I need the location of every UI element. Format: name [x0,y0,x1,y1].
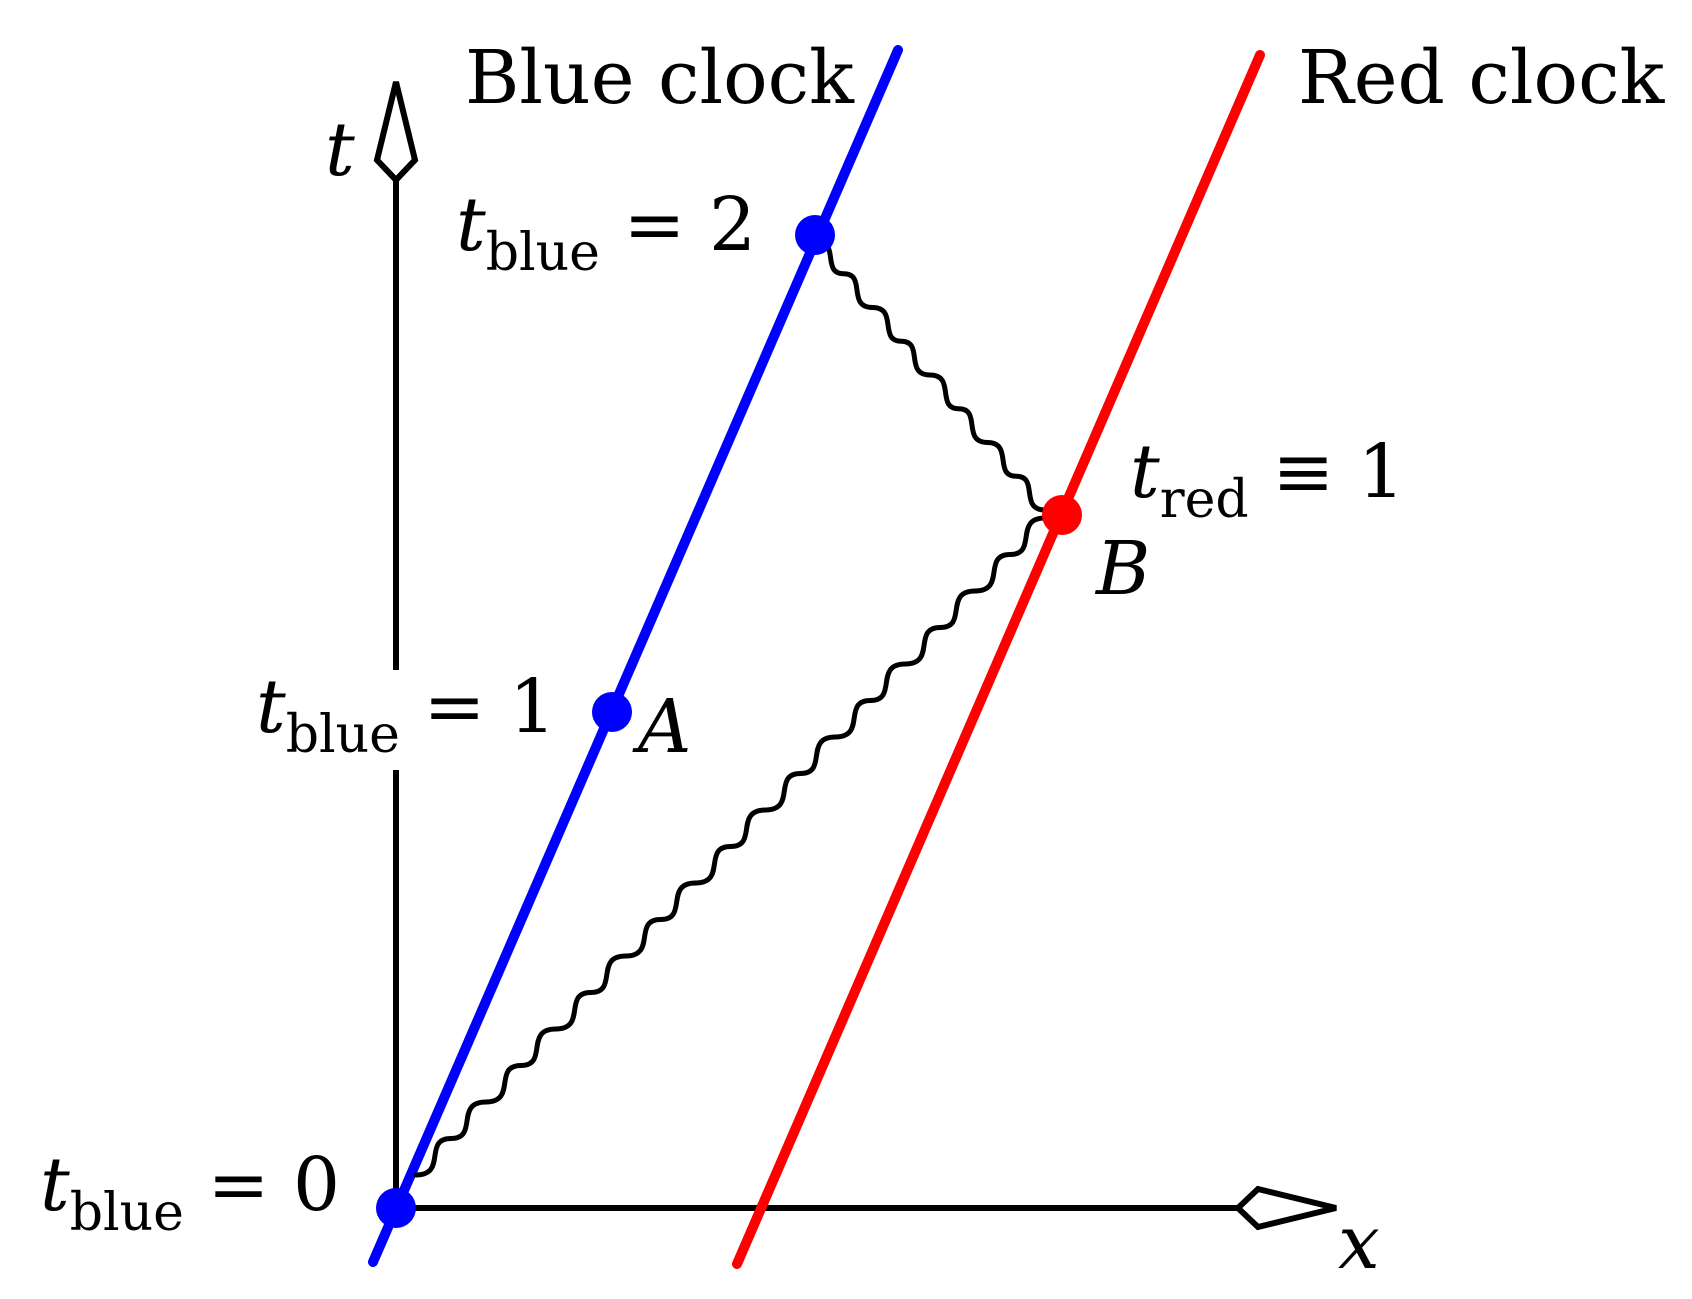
x-axis-label: x [1338,1200,1380,1286]
blue-clock-title: Blue clock [465,35,855,121]
event-dot-blue-0 [376,1188,416,1228]
light-signal-return [812,237,1048,513]
event-dot-b [1042,495,1082,535]
label-t-blue-0: tblue = 0 [40,1142,340,1243]
event-dot-a [592,692,632,732]
event-label-a: A [632,684,691,770]
t-axis-label: t [325,107,355,193]
label-t-red-1: tred ≡ 1 [1130,429,1405,530]
red-world-line [732,50,1265,1269]
label-t-blue-2: tblue = 2 [456,182,756,283]
t-axis-arrowhead [373,81,419,185]
label-gap-t1 [380,670,412,770]
light-signal-outgoing [413,515,1048,1178]
label-t-blue-1: tblue = 1 [256,664,556,765]
event-dot-blue-2 [795,215,835,255]
red-clock-title: Red clock [1298,35,1666,121]
event-label-b: B [1094,526,1150,612]
x-axis-arrowhead [1233,1185,1337,1231]
